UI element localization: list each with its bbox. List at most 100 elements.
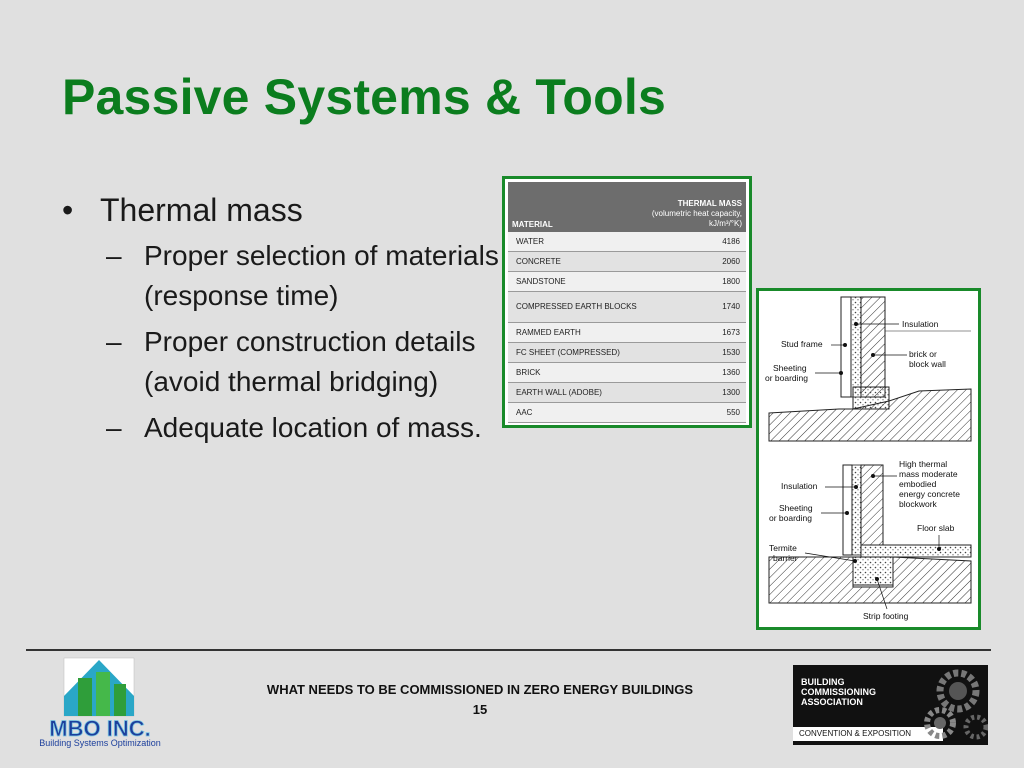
label-insulation-bottom: Insulation (781, 481, 818, 491)
label-stud-frame: Stud frame (781, 339, 823, 349)
cell-material: COMPRESSED EARTH BLOCKS (508, 291, 647, 323)
cell-material: FC SHEET (COMPRESSED) (508, 342, 647, 363)
page-number: 15 (472, 702, 488, 717)
cell-value: 1300 (646, 382, 746, 403)
cell-value: 1800 (646, 271, 746, 292)
label-floor-slab: Floor slab (917, 523, 955, 533)
sub-bullet-text: Proper selection of materials (response … (144, 240, 499, 311)
footer-divider (26, 649, 991, 651)
bca-logo-text: BUILDING COMMISSIONING ASSOCIATION (801, 677, 876, 707)
leader-dot (871, 474, 875, 478)
gear-hub-icon (934, 717, 946, 729)
sheeting-shape (842, 464, 853, 556)
cell-material: CONCRETE (508, 251, 647, 272)
gear-large-icon (936, 669, 980, 713)
cell-material: RAMMED EARTH (508, 322, 647, 343)
thermal-mass-table: MATERIAL THERMAL MASS (volumetric heat c… (508, 182, 746, 423)
bca-line: BUILDING (801, 677, 845, 687)
bca-line: COMMISSIONING (801, 687, 877, 697)
label-insulation-top: Insulation (902, 319, 939, 329)
sub-bullet-construction: – Proper construction details (avoid the… (106, 322, 544, 402)
gear-tiny-icon (963, 714, 988, 740)
sub-bullet-list: – Proper selection of materials (respons… (106, 236, 499, 448)
mbo-logo: MBO INC. (34, 656, 166, 752)
label-sheeting-bottom-2: or boarding (769, 513, 812, 523)
bullet-dot: • (62, 192, 74, 228)
label-termite-1: Termite (769, 543, 797, 553)
header-mass-unit: (volumetric heat capacity, kJ/m³/°K) (651, 209, 742, 228)
sub-bullet-text: Adequate location of mass. (144, 412, 482, 443)
sub-bullet-dash: – (106, 326, 122, 357)
cell-material: AAC (508, 402, 647, 423)
floor-slab-shape (860, 544, 972, 558)
cell-value: 1360 (646, 362, 746, 383)
leader-dot (853, 559, 857, 563)
construction-detail-diagram: Insulation Stud frame brick or block wal… (756, 288, 981, 630)
footer-title: WHAT NEEDS TO BE COMMISSIONED IN ZERO EN… (266, 682, 694, 697)
strip-footing-shape (852, 556, 894, 586)
table-row: FC SHEET (COMPRESSED)1530 (508, 342, 746, 363)
gear-small-icon (924, 707, 956, 739)
sub-bullet-location: – Adequate location of mass. (106, 408, 544, 448)
leader-dot (843, 343, 847, 347)
header-mass-title: THERMAL MASS (677, 199, 742, 208)
block-wall-shape (860, 296, 886, 398)
slide-title: Passive Systems & Tools (62, 69, 666, 125)
leader-dot (875, 577, 879, 581)
leader-dot (854, 322, 858, 326)
stud-frame-shape (840, 296, 852, 398)
label-termite-2: barrier (773, 553, 798, 563)
header-thermal-mass: THERMAL MASS (volumetric heat capacity, … (646, 182, 746, 232)
label-brick-1: brick or (909, 349, 937, 359)
label-high-2: mass moderate (899, 469, 958, 479)
gears-icon (924, 669, 988, 740)
leader-line (876, 578, 888, 610)
top-ground-shape (768, 388, 972, 442)
sub-bullet-selection: – Proper selection of materials (respons… (106, 236, 544, 316)
label-high-5: blockwork (899, 499, 938, 509)
bullet-thermal-mass: • Thermal mass (62, 190, 492, 230)
cell-value: 1740 (646, 291, 746, 323)
logo-tower-1 (78, 678, 92, 716)
table-row: EARTH WALL (ADOBE)1300 (508, 382, 746, 403)
leader-dot (871, 353, 875, 357)
top-section: Insulation Stud frame brick or block wal… (765, 296, 972, 442)
cell-value: 1673 (646, 322, 746, 343)
thermal-mass-table-figure: MATERIAL THERMAL MASS (volumetric heat c… (502, 176, 752, 428)
bullet-text: Thermal mass (100, 192, 303, 228)
label-high-1: High thermal (899, 459, 947, 469)
label-sheeting-bottom-1: Sheeting (779, 503, 813, 513)
cell-material: BRICK (508, 362, 647, 383)
leader-dot (839, 371, 843, 375)
leader-line (804, 552, 856, 562)
label-sheeting-top-1: Sheeting (773, 363, 807, 373)
table-header-row: MATERIAL THERMAL MASS (volumetric heat c… (508, 182, 746, 232)
leader-dot (937, 547, 941, 551)
mbo-logo-graphic: MBO INC. (49, 657, 151, 741)
cell-value: 2060 (646, 251, 746, 272)
sub-bullet-dash: – (106, 240, 122, 271)
label-brick-2: block wall (909, 359, 946, 369)
bca-logo-bar: CONVENTION & EXPOSITION (793, 727, 943, 741)
cell-value: 1530 (646, 342, 746, 363)
bca-logo: BUILDING COMMISSIONING ASSOCIATION CONVE… (793, 665, 988, 745)
bullet-list: • Thermal mass – Proper selection of mat… (62, 190, 499, 454)
bottom-section: High thermal mass moderate embodied ener… (768, 459, 972, 621)
logo-text: MBO INC. (49, 716, 150, 741)
bca-line: ASSOCIATION (801, 697, 863, 707)
label-sheeting-top-2: or boarding (765, 373, 808, 383)
cell-material: EARTH WALL (ADOBE) (508, 382, 647, 403)
wall-section-drawing: Insulation Stud frame brick or block wal… (765, 296, 972, 621)
mbo-logo-caption: Building Systems Optimization (39, 738, 161, 748)
cell-material: WATER (508, 232, 647, 252)
leader-dot (845, 511, 849, 515)
label-high-3: embodied (899, 479, 937, 489)
cell-material: SANDSTONE (508, 271, 647, 292)
